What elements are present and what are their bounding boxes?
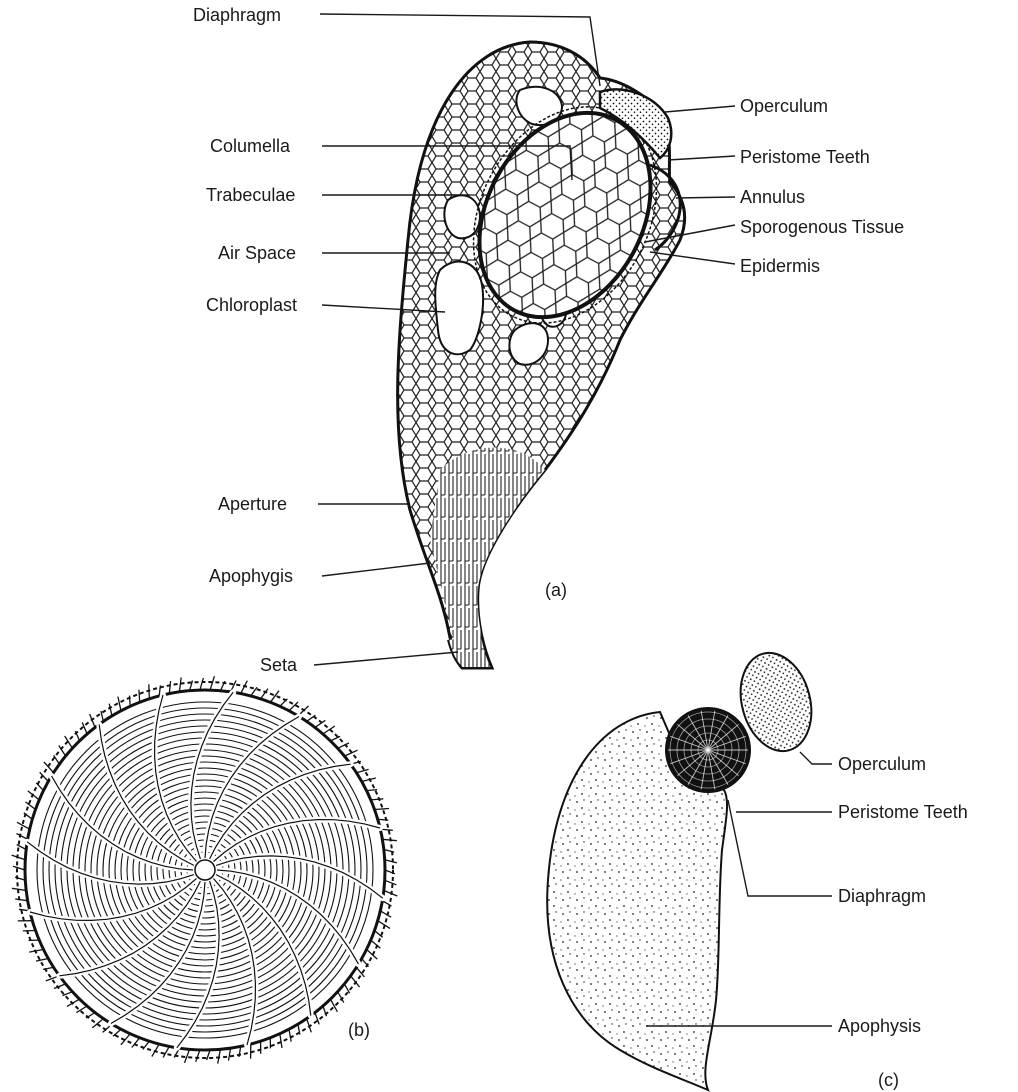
- label-sporogenous-tissue: Sporogenous Tissue: [740, 217, 904, 237]
- label-seta: Seta: [260, 655, 298, 675]
- peristome-center: [195, 860, 215, 880]
- label-chloroplast: Chloroplast: [206, 295, 297, 315]
- label-diaphragm: Diaphragm: [193, 5, 281, 25]
- label-c-operculum: Operculum: [838, 754, 926, 774]
- figure-c-capsule-exterior: [547, 645, 822, 1090]
- figure-b-peristome-top-view: (b): [12, 676, 398, 1063]
- label-annulus: Annulus: [740, 187, 805, 207]
- air-space: [435, 262, 483, 355]
- fringe-hair: [139, 690, 140, 703]
- figure-a-capsule: [398, 42, 693, 668]
- label-c-apophysis: Apophysis: [838, 1016, 921, 1036]
- caption-c: (c): [878, 1070, 899, 1090]
- caption-a: (a): [545, 580, 567, 600]
- fringe-hair: [130, 696, 131, 707]
- fringe-hair: [378, 819, 389, 820]
- label-trabeculae: Trabeculae: [206, 185, 295, 205]
- label-columella: Columella: [210, 136, 291, 156]
- figure-c-labels: Operculum Peristome Teeth Diaphragm Apop…: [838, 754, 968, 1090]
- fringe-hair: [149, 684, 150, 699]
- label-epidermis: Epidermis: [740, 256, 820, 276]
- label-c-peristome-teeth: Peristome Teeth: [838, 802, 968, 822]
- label-apophygis: Apophygis: [209, 566, 293, 586]
- air-space: [444, 195, 480, 238]
- label-operculum: Operculum: [740, 96, 828, 116]
- caption-b: (b): [348, 1020, 370, 1040]
- label-c-diaphragm: Diaphragm: [838, 886, 926, 906]
- label-air-space: Air Space: [218, 243, 296, 263]
- label-peristome-teeth: Peristome Teeth: [740, 147, 870, 167]
- label-aperture: Aperture: [218, 494, 287, 514]
